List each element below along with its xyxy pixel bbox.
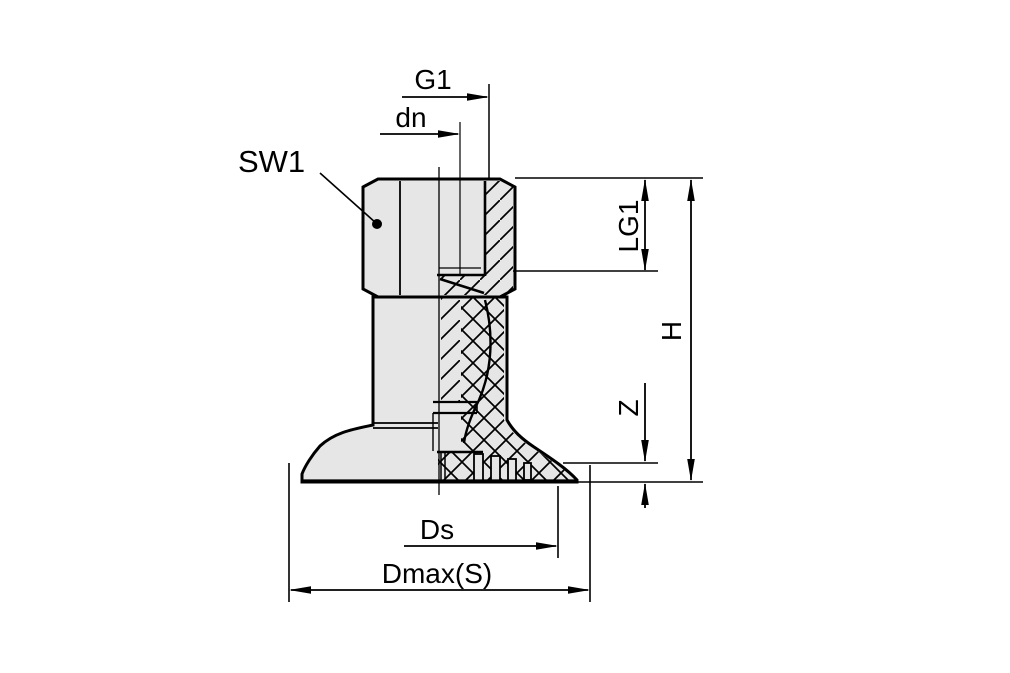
- dim-g1: G1: [402, 64, 490, 179]
- suction-cup-body: [300, 167, 579, 495]
- sw1-label: SW1: [238, 144, 305, 179]
- dim-dn: dn: [380, 102, 461, 276]
- dim-z: Z: [613, 383, 649, 508]
- ds-arrowhead: [536, 542, 558, 550]
- ds-label: Ds: [420, 514, 454, 545]
- h-arrowhead-down: [687, 459, 695, 481]
- dim-dmax: Dmax(S): [288, 463, 591, 602]
- dim-ds: Ds: [404, 486, 559, 558]
- dn-arrowhead: [438, 130, 460, 138]
- callout-sw1: SW1: [238, 144, 382, 229]
- metal-nipple-hatch: [441, 298, 460, 402]
- g1-label: G1: [414, 64, 451, 95]
- rib-block-1: [473, 453, 484, 482]
- lg1-arrowhead-up: [641, 179, 649, 201]
- dmax-label: Dmax(S): [382, 558, 492, 589]
- dmax-arrowhead-left: [289, 586, 311, 594]
- extension-lines-right: [513, 177, 703, 483]
- bore-funnel-line: [439, 277, 485, 295]
- g1-arrowhead: [467, 93, 489, 101]
- dn-label: dn: [395, 102, 426, 133]
- lg1-label: LG1: [613, 200, 644, 253]
- z-label: Z: [613, 399, 644, 416]
- z-arrowhead-up: [641, 483, 649, 505]
- dim-h: H: [656, 179, 695, 481]
- dim-lg1: LG1: [613, 179, 649, 271]
- lg1-arrowhead-down: [641, 249, 649, 271]
- rib-block-2: [490, 455, 501, 482]
- rib-block-3: [507, 458, 517, 482]
- channel-curve: [462, 299, 492, 444]
- sw1-leader-dot: [372, 219, 382, 229]
- z-arrowhead-down: [641, 440, 649, 462]
- rib-block-4: [523, 462, 532, 481]
- h-arrowhead-up: [687, 179, 695, 201]
- metal-section-hatch: [440, 181, 513, 295]
- sw1-leader-line: [319, 172, 377, 224]
- dmax-arrowhead-right: [568, 586, 590, 594]
- rubber-section-hatch: [438, 298, 575, 480]
- h-label: H: [656, 321, 687, 341]
